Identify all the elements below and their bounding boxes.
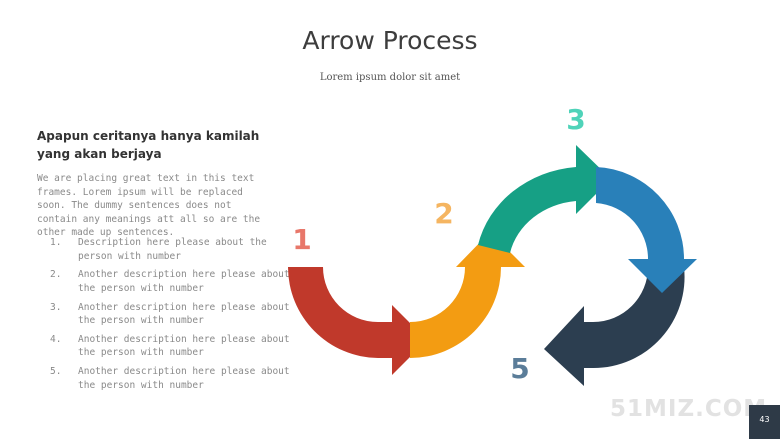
list-text: Another description here please about th… [78,301,290,327]
list-number: 2. [50,269,62,281]
step-label-5: 5 [510,352,529,385]
list-item: 3. Another description here please about … [50,301,290,328]
list-number: 3. [50,301,62,313]
step-label-3: 3 [566,103,585,136]
list-text: Another description here please about th… [78,269,290,294]
step-label-1: 1 [292,223,311,256]
section-heading: Apapun ceritanya hanya kamilah yang akan… [37,129,260,161]
step-label-2: 2 [434,197,453,230]
list-item: 2. Another description here please about … [50,268,290,295]
arrow-5 [544,267,685,386]
list-number: 1. [50,237,62,248]
body-paragraph: We are placing great text in this text f… [37,173,261,238]
list-item: 1. Description here please about the pers… [50,236,290,263]
list-text: Another description here please about th… [78,333,290,359]
arrow-process-diagram: 1 2 3 4 5 [288,103,697,386]
list-item: 4. Another description here please about … [50,333,290,360]
list-text: Description here please about the person… [78,237,267,262]
list-text: Another description here please about th… [78,366,290,391]
watermark: 51MIZ.COM [610,396,768,422]
page-number-badge: 43 [749,405,780,439]
list-number: 5. [50,366,62,378]
arrow-1 [288,267,427,375]
list-number: 4. [50,333,62,345]
arrow-4 [596,167,697,293]
description-list: 1. Description here please about the pers… [50,236,290,397]
arrow-2 [410,232,525,358]
slide-title: Arrow Process [302,26,478,55]
arrow-3 [478,145,611,253]
list-item: 5. Another description here please about … [50,365,290,392]
slide-subtitle: Lorem ipsum dolor sit amet [319,72,461,83]
